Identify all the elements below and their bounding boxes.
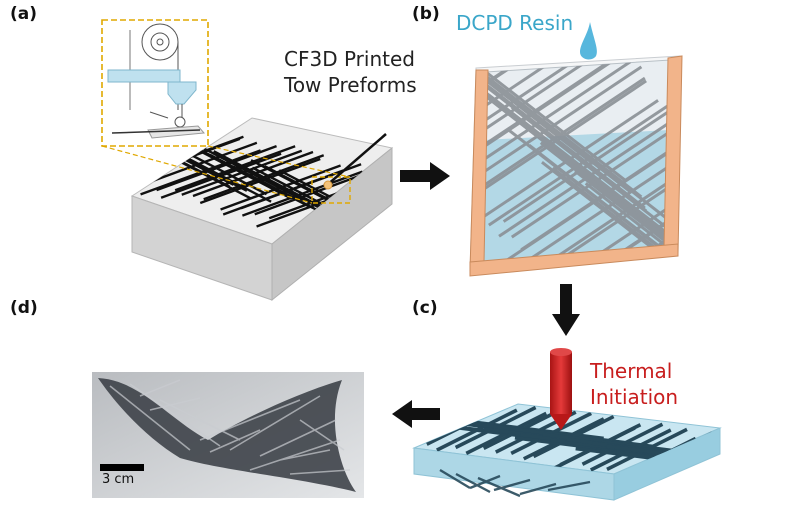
cured-slab-side — [613, 427, 721, 501]
printer-nozzle-icon — [325, 133, 387, 187]
build-plate — [147, 125, 206, 139]
panel-label-a: (a) — [10, 4, 38, 24]
heater-nozzle-icon — [550, 348, 572, 430]
resin-caption: DCPD Resin — [456, 11, 574, 35]
gray-fiber-preform — [482, 60, 670, 262]
print-bed-right-face — [271, 146, 393, 302]
panel-label-c: (c) — [412, 298, 438, 318]
dispense-head — [167, 81, 197, 105]
zoom-region-outline — [311, 176, 351, 204]
spool-icon — [141, 23, 179, 61]
printer-schematic — [107, 23, 206, 139]
resin-bath — [107, 69, 181, 83]
cured-composite-sheet — [98, 378, 356, 492]
printed-preform-caption-line2: Tow Preforms — [284, 73, 417, 97]
panel-label-b: (b) — [412, 4, 440, 24]
resin-drop-icon — [580, 22, 597, 60]
printed-preform-caption-line1: CF3D Printed — [284, 47, 415, 71]
process-arrow-down-icon — [552, 284, 580, 336]
panel-label-d: (d) — [10, 298, 38, 318]
panel-d-photo — [92, 372, 364, 498]
scale-bar-label: 3 cm — [102, 472, 135, 487]
scale-bar — [100, 464, 144, 471]
panel-c-curing — [412, 348, 722, 501]
process-arrow-left-icon — [392, 400, 440, 428]
process-arrow-right-icon — [400, 162, 450, 190]
frame-bottom-bar — [469, 243, 679, 277]
panel-b-infusion — [469, 22, 683, 277]
compaction-roller-icon — [174, 116, 186, 128]
thermal-caption-line1: Thermal — [590, 359, 673, 383]
thermal-caption-line2: Initiation — [590, 385, 679, 409]
